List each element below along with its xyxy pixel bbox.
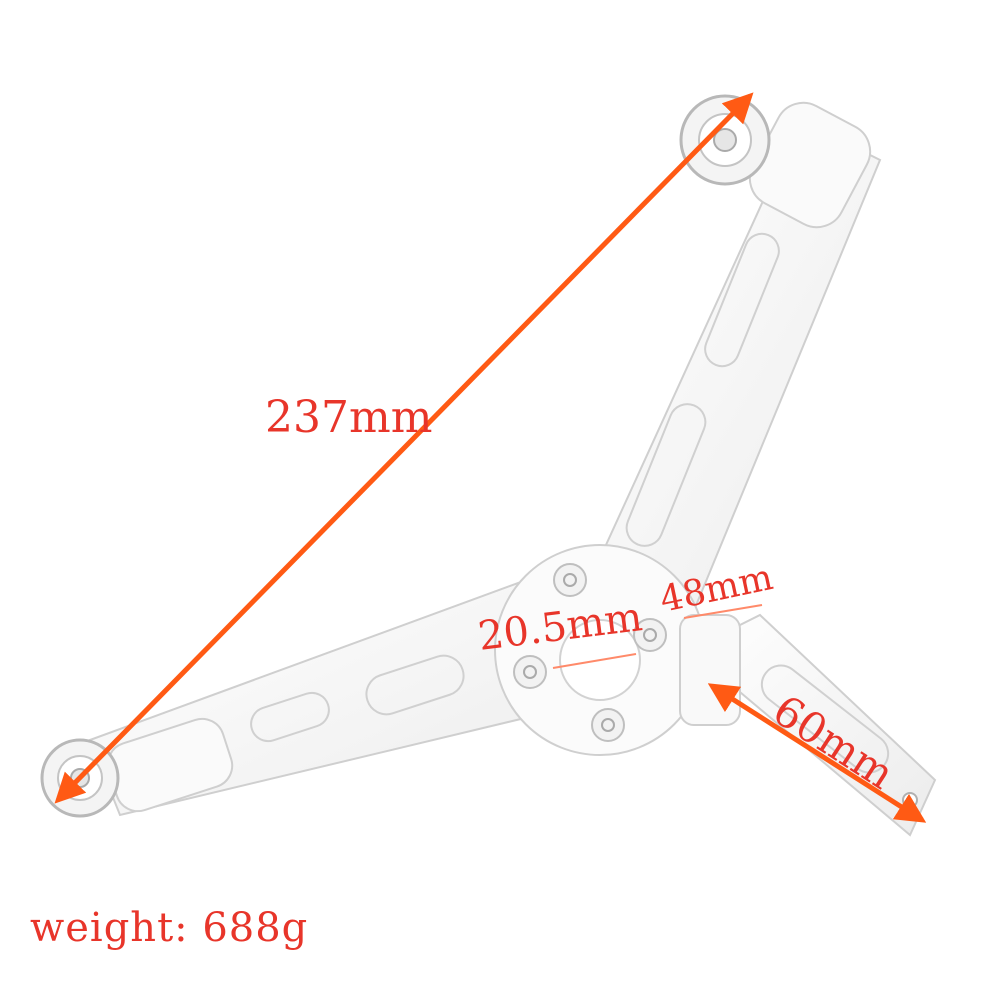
length-label: 237mm [265, 392, 432, 443]
arm-arrow [707, 683, 927, 823]
length-arrow [54, 92, 754, 804]
width-dimension-line [683, 604, 763, 619]
pivot-dimension-line [552, 653, 637, 669]
weight-label: weight: 688g [30, 905, 309, 951]
hub-sleeve [679, 614, 741, 726]
dimension-arrows [54, 92, 927, 823]
